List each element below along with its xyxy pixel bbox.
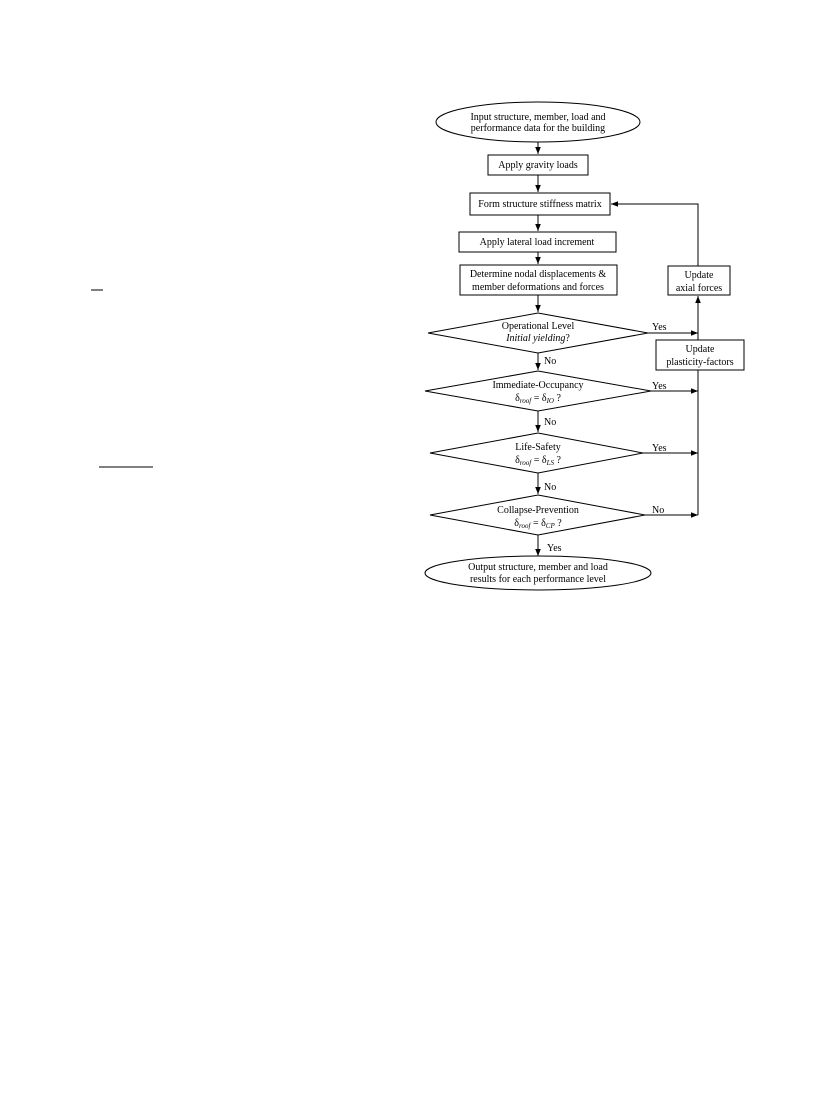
decision-io: Immediate-Occupancy δroof = δIO ?	[424, 370, 652, 412]
end-terminal: Output structure, member and load result…	[424, 555, 652, 591]
edge-axial-stiffness	[611, 201, 699, 266]
label-yes-1: Yes	[652, 322, 667, 333]
label-no-2: No	[544, 417, 556, 428]
end-line-1: Output structure, member and load	[468, 562, 608, 573]
io-condition: δroof = δIO ?	[515, 393, 561, 405]
determine-box: Determine nodal displacements & member d…	[459, 264, 618, 296]
apply-lateral-box: Apply lateral load increment	[458, 231, 617, 253]
update-plasticity-line-1: Update	[686, 344, 715, 355]
decision-cp: Collapse-Prevention δroof = δCP ?	[429, 494, 646, 536]
label-yes-2: Yes	[652, 381, 667, 392]
label-yes-3: Yes	[652, 443, 667, 454]
cp-title: Collapse-Prevention	[497, 505, 579, 516]
determine-line-1: Determine nodal displacements &	[470, 269, 607, 280]
label-yes-cp: Yes	[547, 543, 562, 554]
label-no-1: No	[544, 356, 556, 367]
decision-ls: Life-Safety δroof = δLS ?	[429, 432, 644, 474]
update-axial-line-1: Update	[685, 270, 714, 281]
ls-condition: δroof = δLS ?	[515, 455, 561, 467]
io-title: Immediate-Occupancy	[492, 380, 583, 391]
apply-lateral-label: Apply lateral load increment	[480, 237, 595, 248]
update-plasticity-line-2: plasticity-factors	[666, 357, 733, 368]
label-no-3: No	[544, 482, 556, 493]
start-line-2: performance data for the building	[471, 123, 605, 134]
label-no-cp: No	[652, 505, 664, 516]
decision-operational: Operational Level Initial yielding?	[427, 312, 649, 354]
update-axial-box: Update axial forces	[667, 265, 731, 296]
end-line-2: results for each performance level	[470, 574, 606, 585]
form-stiffness-label: Form structure stiffness matrix	[478, 199, 601, 210]
ls-title: Life-Safety	[515, 442, 561, 453]
update-axial-line-2: axial forces	[676, 283, 722, 294]
form-stiffness-box: Form structure stiffness matrix	[469, 192, 611, 216]
operational-title: Operational Level	[502, 321, 575, 332]
start-terminal: Input structure, member, load and perfor…	[435, 101, 641, 143]
determine-line-2: member deformations and forces	[472, 282, 604, 293]
apply-gravity-label: Apply gravity loads	[498, 160, 578, 171]
start-line-1: Input structure, member, load and	[470, 112, 605, 123]
update-plasticity-box: Update plasticity-factors	[655, 339, 745, 371]
apply-gravity-box: Apply gravity loads	[487, 154, 589, 176]
operational-subtitle: Initial yielding?	[505, 333, 570, 344]
cp-condition: δroof = δCP ?	[514, 518, 562, 530]
